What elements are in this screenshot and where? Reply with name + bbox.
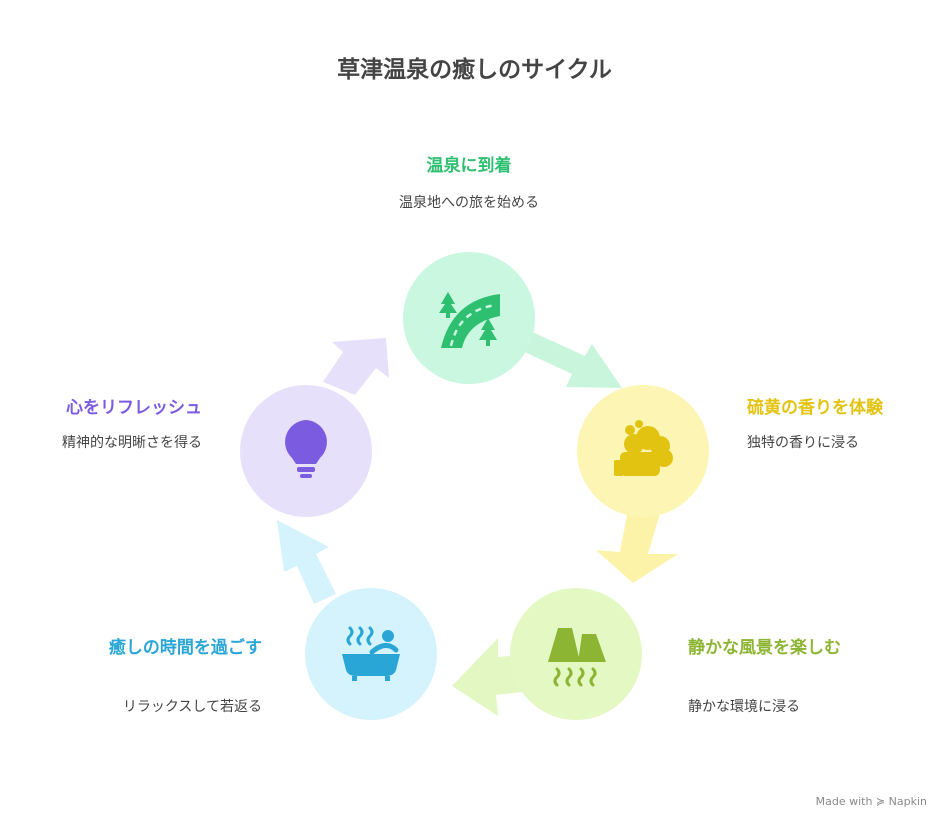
step-4-label: 癒しの時間を過ごす: [108, 638, 262, 658]
lightbulb-icon: [285, 420, 327, 478]
step-3-desc: 静かな環境に浸る: [688, 699, 800, 715]
step-2-label: 硫黄の香りを体験: [747, 398, 883, 418]
node-2-circle: [577, 385, 709, 517]
step-3-label: 静かな風景を楽しむ: [688, 638, 841, 658]
step-4-desc: リラックスして若返る: [122, 699, 262, 715]
napkin-watermark: Made with ≽ Napkin: [815, 795, 927, 808]
step-1-desc: 温泉地への旅を始める: [399, 195, 539, 211]
arrow-2-3: [596, 510, 678, 583]
step-5-label: 心をリフレッシュ: [66, 398, 202, 418]
cycle-arrows: [277, 330, 678, 716]
arrow-3-4: [452, 638, 522, 716]
step-1-label: 温泉に到着: [426, 156, 512, 176]
arrow-1-2: [516, 330, 622, 388]
steam-cloud-icon: [614, 420, 673, 476]
bathtub-icon: [342, 626, 400, 681]
diagram-title: 草津温泉の癒しのサイクル: [337, 57, 612, 83]
arrow-4-5: [277, 520, 336, 604]
hot-spring-rocks-icon: [548, 628, 606, 687]
step-5-desc: 精神的な明晰さを得る: [62, 435, 202, 451]
road-trees-icon: [439, 292, 500, 348]
step-2-desc: 独特の香りに浸る: [747, 435, 859, 451]
arrow-5-1: [323, 338, 389, 395]
